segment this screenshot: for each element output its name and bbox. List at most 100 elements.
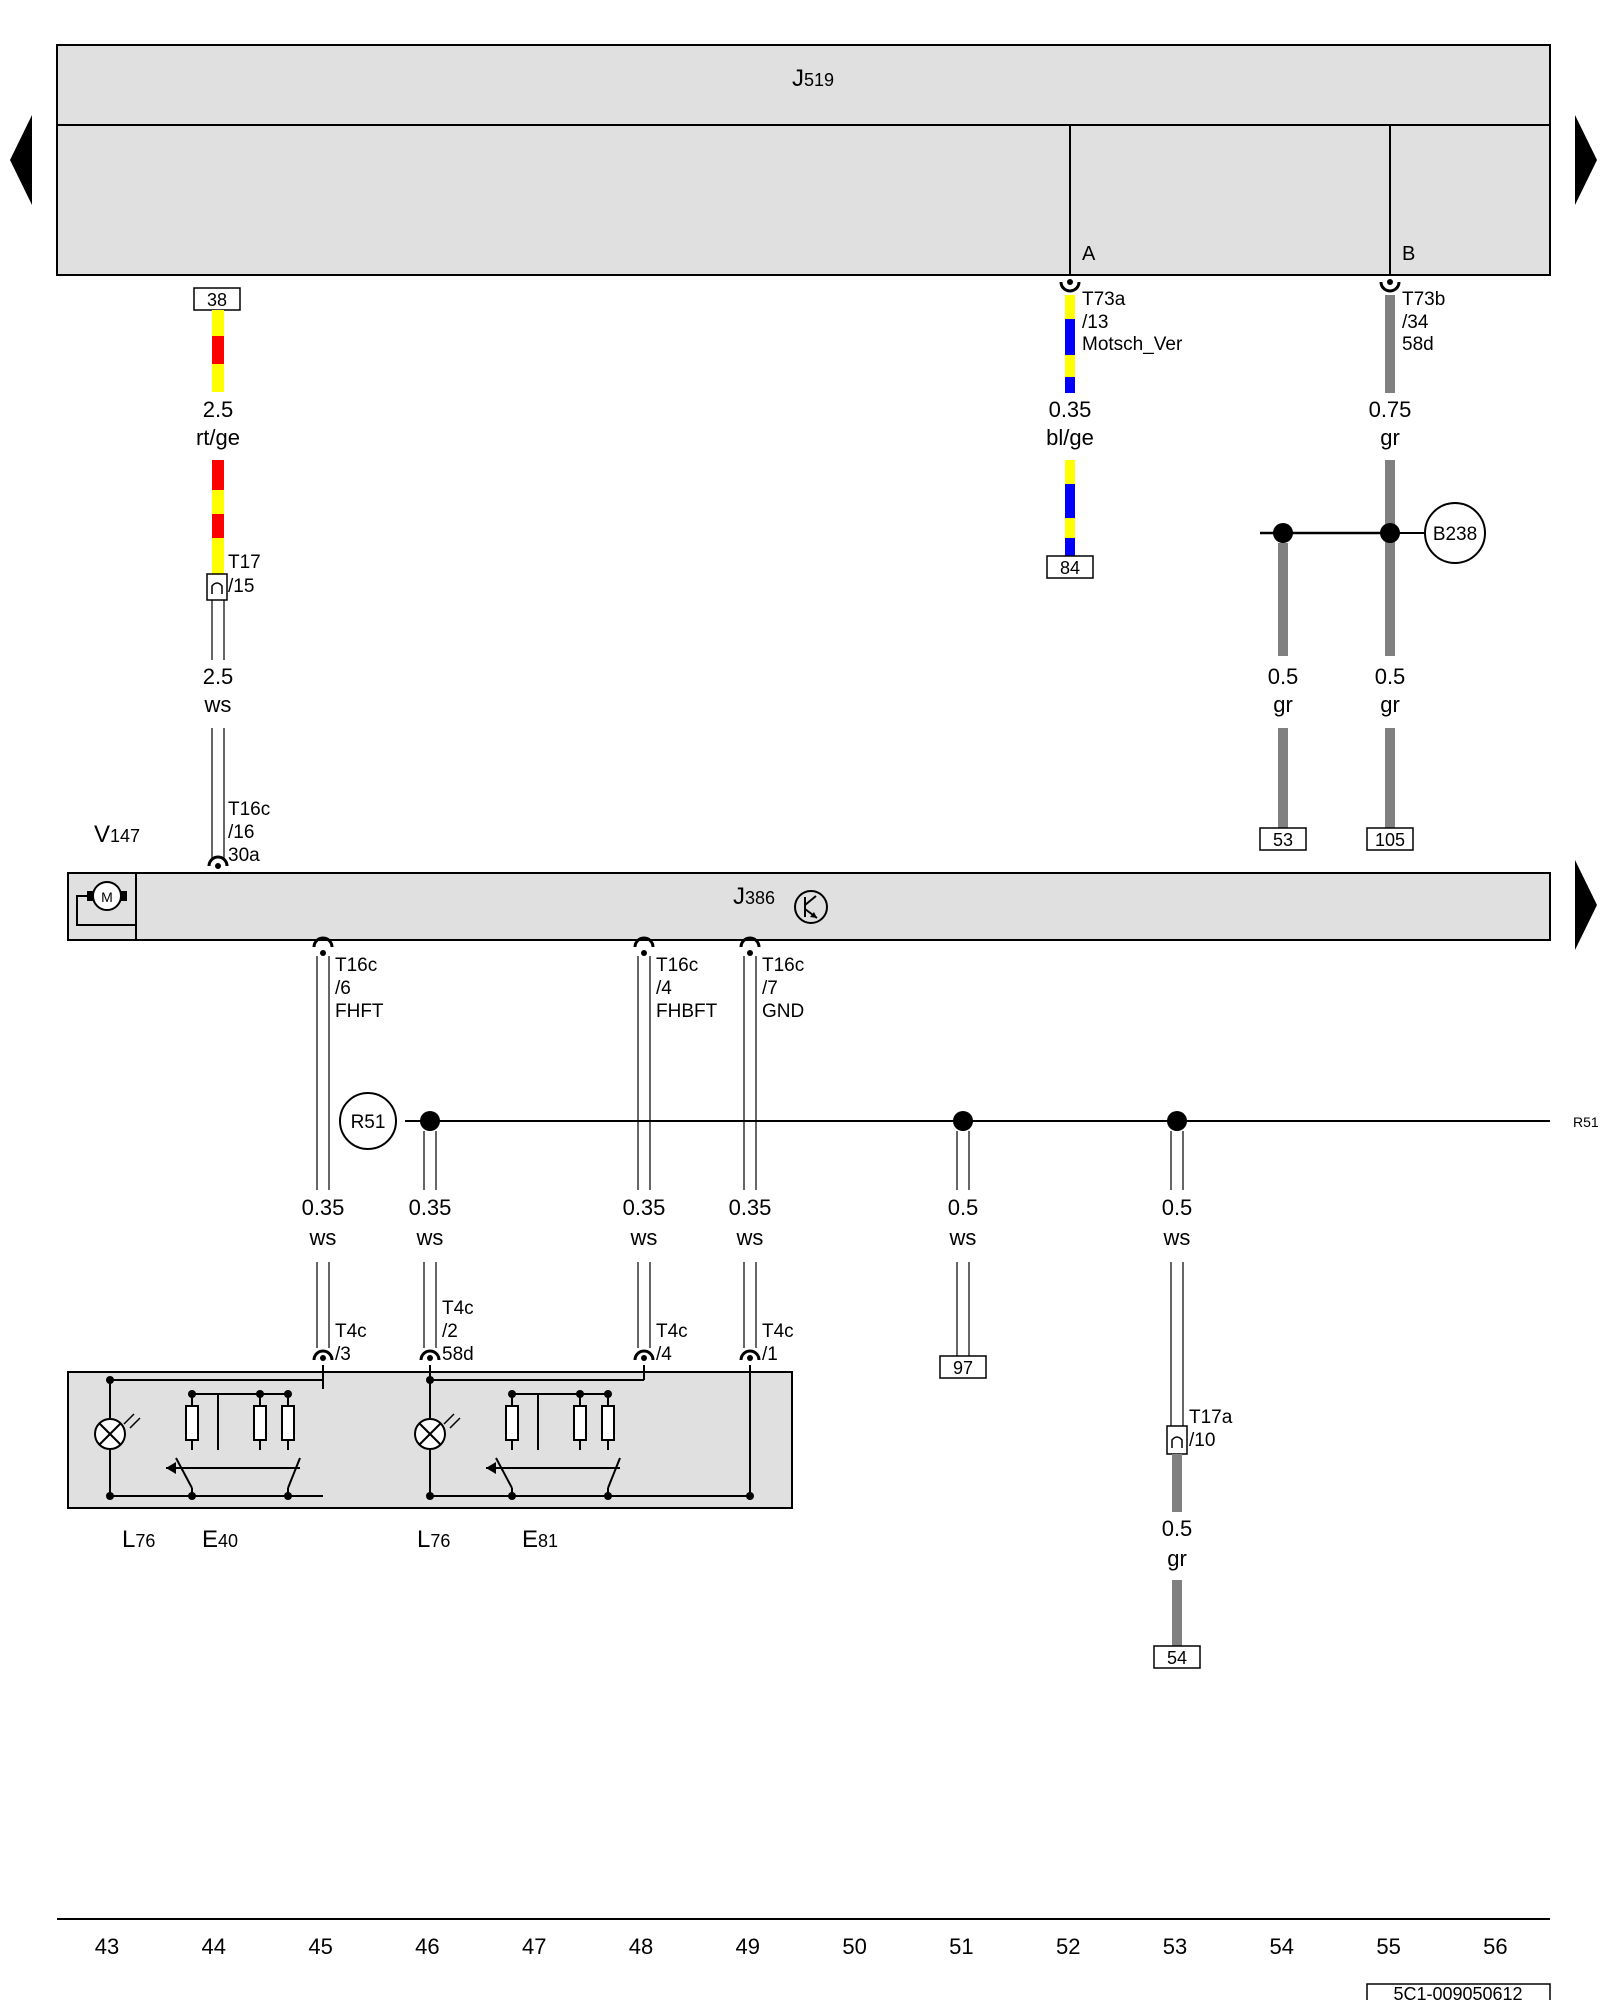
- doc-code: 5C1-009050612: [1393, 1984, 1522, 2000]
- v147-label: V147: [94, 821, 140, 848]
- wire-track-52[interactable]: T73a /13 Motsch_Ver 0.35 bl/ge 84: [1046, 279, 1183, 579]
- left-arrow-icon[interactable]: [10, 115, 32, 205]
- wire-ref-box: [1046, 555, 1094, 579]
- conn-t4c-pin: /4: [656, 1344, 672, 1365]
- switch-group-e81-parts: [414, 1376, 754, 1500]
- wire-ref-105: 105: [1375, 830, 1405, 850]
- wire-ref-54: 54: [1167, 1648, 1187, 1668]
- wire-color: rt/ge: [196, 425, 240, 450]
- conn-t73b-sig: 58d: [1402, 334, 1434, 355]
- plug-icon: [207, 855, 229, 867]
- conn-t4c-sig: 58d: [442, 1344, 474, 1365]
- track-number: 46: [415, 1934, 439, 1959]
- wire-track-49[interactable]: T16c /7 GND 0.35 ws T4c /1: [729, 936, 805, 1365]
- lamp-icon: [94, 1413, 141, 1450]
- conn-t73a-sig: Motsch_Ver: [1082, 334, 1183, 355]
- wire-color: ws: [204, 692, 232, 717]
- conn-t17-pin: /15: [228, 576, 254, 597]
- track-number: 50: [842, 1934, 866, 1959]
- wire-color: gr: [1380, 692, 1400, 717]
- component-e81: E81: [522, 1526, 558, 1553]
- conn-t17a-pin: /10: [1189, 1430, 1215, 1451]
- ground-point-b238: [1424, 502, 1486, 564]
- bus-r51: R51 R51: [339, 1092, 1599, 1150]
- track-number: 49: [736, 1934, 760, 1959]
- plug-icon: [1059, 281, 1081, 293]
- transistor-icon: [794, 890, 828, 924]
- wire-color: gr: [1273, 692, 1293, 717]
- resistor-icon: [281, 1405, 295, 1441]
- track-number: 45: [308, 1934, 332, 1959]
- component-e40: E40: [202, 1526, 238, 1553]
- conn-t4c: T4c: [335, 1321, 367, 1342]
- motor-icon: M: [76, 881, 136, 926]
- conn-t73b: T73b: [1402, 289, 1445, 310]
- conn-t16c-sig: GND: [762, 1001, 804, 1022]
- switch-group-e40-parts: [94, 1376, 295, 1500]
- plug-icon: [633, 936, 655, 948]
- plug-icon: [739, 1349, 761, 1361]
- wire-ref-97: 97: [953, 1358, 973, 1378]
- conn-t4c: T4c: [656, 1321, 688, 1342]
- conn-t73a: T73a: [1082, 289, 1126, 310]
- resistor-icon: [253, 1405, 267, 1441]
- conn-t73b-pin: /34: [1402, 312, 1429, 333]
- resistor-icon: [573, 1405, 587, 1441]
- wire-size: 2.5: [203, 397, 234, 422]
- plug-icon: [312, 936, 334, 948]
- wire-color: ws: [1163, 1225, 1191, 1250]
- track-number: 56: [1483, 1934, 1507, 1959]
- plug-icon: [633, 1349, 655, 1361]
- j519-label: J519: [792, 65, 834, 92]
- track-number: 48: [629, 1934, 653, 1959]
- wire-color: ws: [416, 1225, 444, 1250]
- switch-module: [67, 1365, 793, 1509]
- wire-track-44[interactable]: 38 2.5 rt/ge T17 /15 2.5 ws T16c /16 30a: [193, 287, 270, 869]
- wire-track-51[interactable]: 0.5 ws 97: [939, 1131, 987, 1379]
- plug-icon: [739, 936, 761, 948]
- j386-label: J386: [733, 883, 775, 910]
- wire-color: ws: [736, 1225, 764, 1250]
- wire-size: 0.5: [948, 1195, 979, 1220]
- track-number: 52: [1056, 1934, 1080, 1959]
- j519-pin-a: A: [1082, 243, 1096, 265]
- motor-glyph: M: [101, 889, 113, 905]
- j519-pin-b: B: [1402, 243, 1415, 265]
- wire-ref-box: [1366, 827, 1414, 851]
- track-number: 43: [95, 1934, 119, 1959]
- conn-t17: T17: [228, 552, 261, 573]
- conn-t4c-pin: /2: [442, 1321, 458, 1342]
- wire-track-53[interactable]: 0.5 ws T17a /10 0.5 gr 54: [1153, 1131, 1233, 1669]
- wire-size: 0.35: [729, 1195, 772, 1220]
- conn-t4c-pin: /1: [762, 1344, 778, 1365]
- ground-point-r51: [339, 1092, 397, 1150]
- connector-t17-icon: [206, 573, 228, 601]
- ground-b238-label: B238: [1433, 524, 1477, 545]
- conn-t16c-pin: /4: [656, 978, 672, 999]
- wire-color: ws: [630, 1225, 658, 1250]
- right-arrow-icon[interactable]: [1575, 860, 1597, 950]
- wire-ref-53: 53: [1273, 830, 1293, 850]
- wire-size: 0.35: [302, 1195, 345, 1220]
- lamp-icon: [414, 1413, 461, 1450]
- wire-track-45[interactable]: T16c /6 FHFT 0.35 ws T4c /3: [302, 936, 384, 1365]
- wire-track-46[interactable]: 0.35 ws T4c /2 58d: [409, 1131, 474, 1365]
- conn-t16c: T16c: [656, 955, 698, 976]
- plug-icon: [419, 1349, 441, 1361]
- component-l76-a: L76: [122, 1526, 155, 1553]
- conn-t16c: T16c: [228, 799, 270, 820]
- conn-t16c-pin: /16: [228, 822, 254, 843]
- wire-size: 0.35: [623, 1195, 666, 1220]
- module-j386: M J386: [67, 872, 1551, 941]
- conn-t4c-pin: /3: [335, 1344, 351, 1365]
- conn-t4c: T4c: [762, 1321, 794, 1342]
- wire-track-55[interactable]: T73b /34 58d 0.75 gr B238 0.5 gr 0.5 gr …: [1259, 279, 1486, 851]
- wire-track-48[interactable]: T16c /4 FHBFT 0.35 ws T4c /4: [623, 936, 718, 1365]
- wire-color: gr: [1380, 425, 1400, 450]
- module-j519: J519 A B: [56, 44, 1551, 276]
- right-arrow-icon[interactable]: [1575, 115, 1597, 205]
- track-number: 47: [522, 1934, 546, 1959]
- track-number: 44: [202, 1934, 226, 1959]
